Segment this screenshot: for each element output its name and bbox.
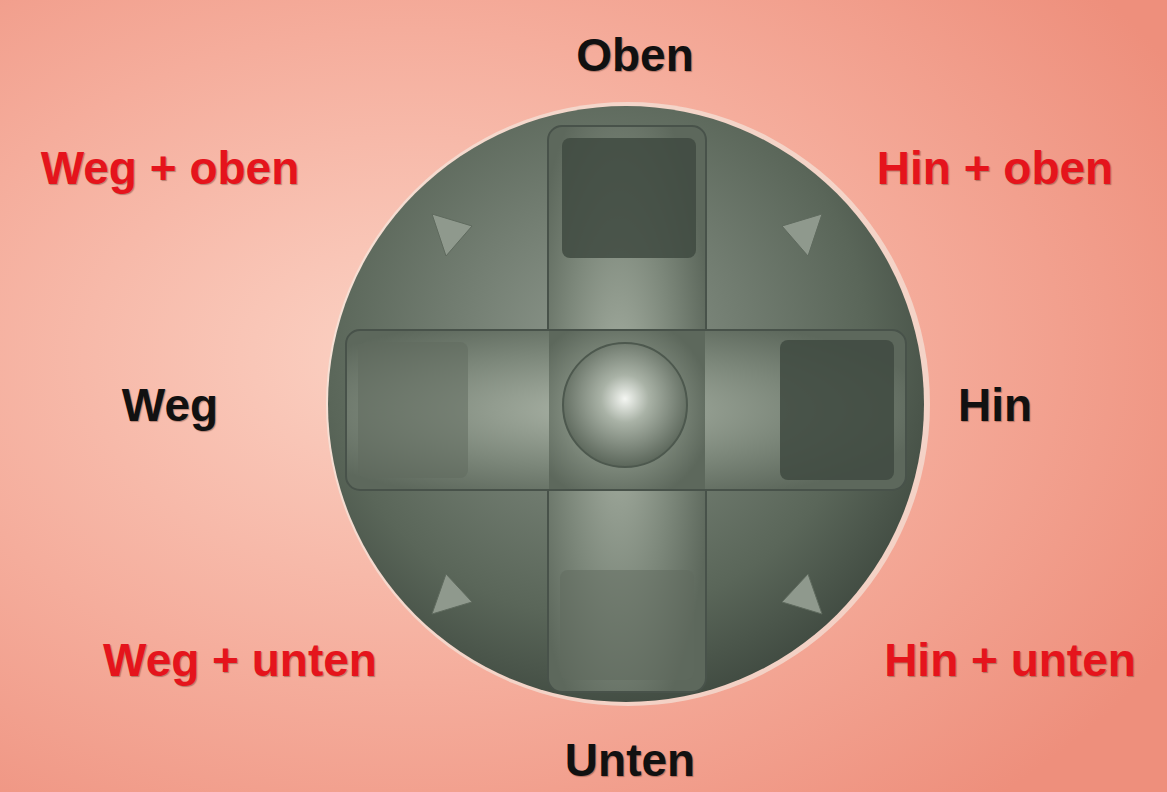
dpad-cross xyxy=(346,126,906,692)
dpad-disc xyxy=(328,106,924,702)
direction-label: Oben xyxy=(576,30,694,81)
direction-label: Unten xyxy=(565,735,695,786)
direction-label: Hin + unten xyxy=(884,635,1136,686)
center-pivot xyxy=(563,343,687,467)
direction-label: Hin + oben xyxy=(877,143,1113,194)
direction-label: Weg + unten xyxy=(103,635,377,686)
direction-label: Weg + oben xyxy=(41,143,300,194)
direction-label: Hin xyxy=(958,380,1032,431)
disc-rim xyxy=(326,102,930,706)
diagonal-arrows xyxy=(432,214,822,614)
direction-label: Weg xyxy=(122,380,218,431)
